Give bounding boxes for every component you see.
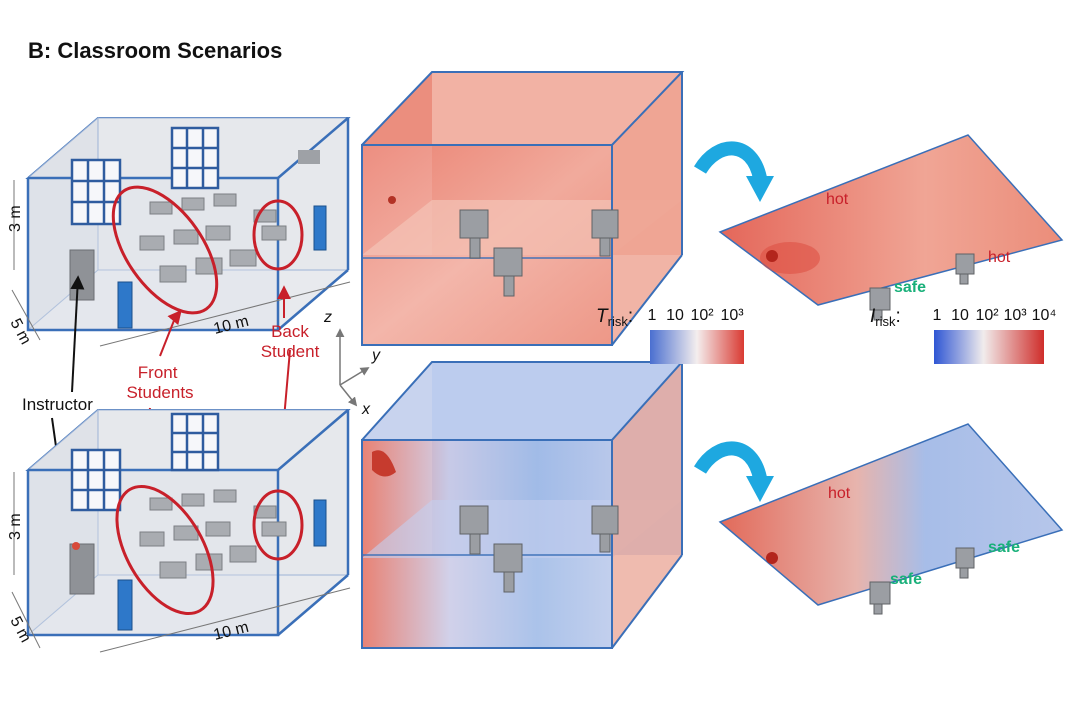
projector <box>298 150 320 164</box>
instructor-figure <box>70 544 94 594</box>
axis-z-label: z <box>323 309 332 326</box>
axis-x-line <box>340 385 356 405</box>
door-front <box>118 282 132 328</box>
floor-label-hot: hot <box>988 249 1011 266</box>
floor-label-safe: safe <box>894 279 926 296</box>
floor-plane <box>720 135 1062 305</box>
floor-label-hot: hot <box>826 191 849 208</box>
source-marker <box>766 250 778 262</box>
back-student-label-line: Back <box>271 322 309 341</box>
risk-box-bottom <box>362 362 682 648</box>
instructor-label: Instructor <box>22 395 93 414</box>
front-students-label: Front Students <box>126 363 193 402</box>
dim-height-label: 3 m <box>7 513 24 540</box>
classroom-bottom: 3 m 5 m 10 m <box>6 410 350 652</box>
instructor-source-dot <box>72 542 80 550</box>
axis-y-line <box>340 368 368 385</box>
floor-label-hot: hot <box>828 485 851 502</box>
floor-label-safe: safe <box>988 539 1020 556</box>
figure-title: B: Classroom Scenarios <box>28 38 282 63</box>
axis-x-label: x <box>361 401 371 418</box>
door-front <box>118 580 132 630</box>
front-students-label-line2: Students <box>126 383 193 402</box>
t-risk-tick: 10² <box>690 307 714 324</box>
floor-map-bottom: hot safe safe <box>720 424 1062 614</box>
floor-label-safe: safe <box>890 571 922 588</box>
transition-arrow-bottom <box>700 448 760 478</box>
i-risk-tick: 10³ <box>1003 307 1027 324</box>
i-risk-gradient <box>934 330 1044 364</box>
t-risk-gradient <box>650 330 744 364</box>
i-risk-tick: 10 <box>951 307 969 324</box>
front-students-label-text: Front <box>138 363 178 382</box>
transition-arrowhead-top <box>746 176 774 202</box>
source-marker <box>766 552 778 564</box>
t-risk-tick: 1 <box>648 307 657 324</box>
colorbar-i-risk: Irisk: 1 10 10² 10³ 10⁴ <box>870 306 1056 364</box>
door-back <box>314 500 326 546</box>
floor-map-top: hot hot safe <box>720 135 1062 320</box>
t-risk-tick: 10 <box>666 307 684 324</box>
t-risk-subscript: risk <box>608 314 629 329</box>
i-risk-tick: 10⁴ <box>1032 307 1057 324</box>
dim-height-label: 3 m <box>7 205 24 232</box>
window-right <box>172 128 218 188</box>
i-risk-subscript: risk <box>875 314 896 329</box>
axis-y-label: y <box>371 347 381 364</box>
window-left <box>72 450 120 510</box>
t-risk-tick: 10³ <box>720 307 744 324</box>
i-risk-tick: 1 <box>933 307 942 324</box>
door-back <box>314 206 326 250</box>
transition-arrowhead-bottom <box>746 476 774 502</box>
source-marker <box>388 196 396 204</box>
risk-box-top <box>362 72 682 345</box>
window-right <box>172 414 218 470</box>
instructor-figure <box>70 250 94 300</box>
i-risk-tick: 10² <box>975 307 999 324</box>
transition-arrow-top <box>700 148 760 178</box>
